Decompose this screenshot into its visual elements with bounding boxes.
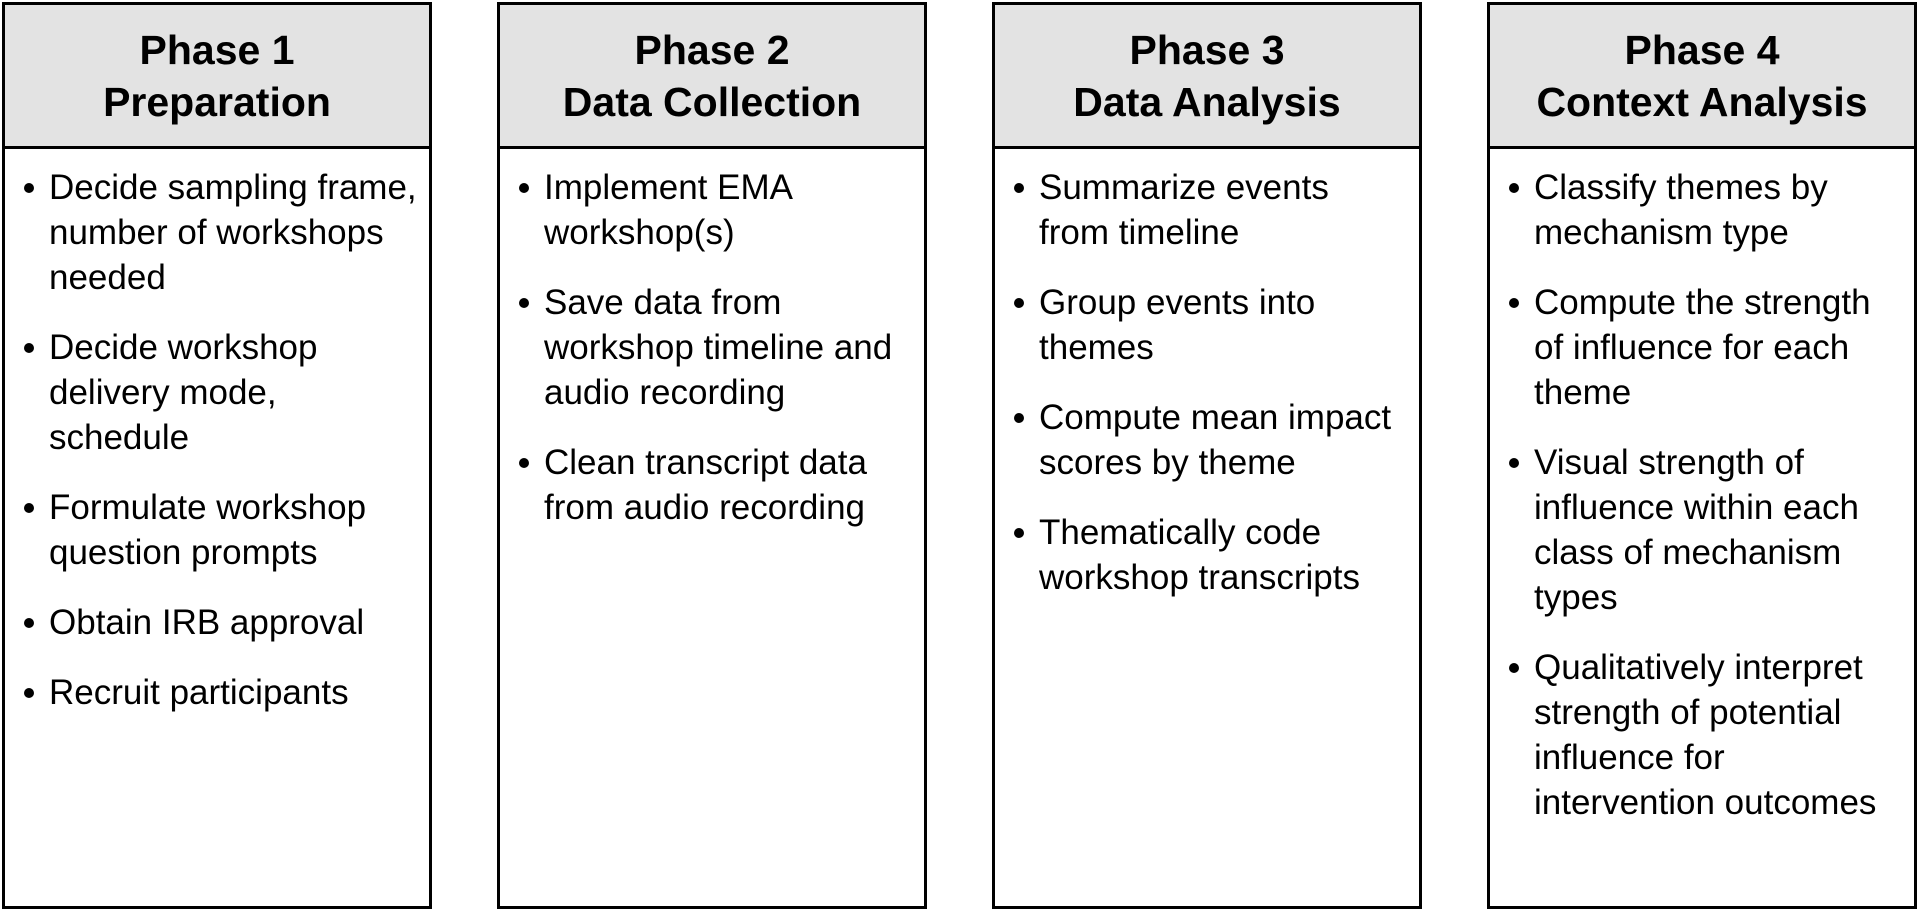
phase-1-header: Phase 1 Preparation <box>5 5 429 149</box>
phase-3-box: Phase 3 Data Analysis Summarize events f… <box>992 2 1422 909</box>
phase-1-box: Phase 1 Preparation Decide sampling fram… <box>2 2 432 909</box>
phase-2-header: Phase 2 Data Collection <box>500 5 924 149</box>
phase-3-header: Phase 3 Data Analysis <box>995 5 1419 149</box>
phase-3-task: Group events into themes <box>1013 280 1407 370</box>
phase-3-task: Summarize events from timeline <box>1013 165 1407 255</box>
phase-3-task-list: Summarize events from timeline Group eve… <box>1013 165 1407 600</box>
phase-1-task: Formulate workshop question prompts <box>23 485 417 575</box>
phase-2-number: Phase 2 <box>634 26 790 73</box>
phase-4-header: Phase 4 Context Analysis <box>1490 5 1914 149</box>
phase-3-task: Thematically code workshop transcripts <box>1013 510 1407 600</box>
phase-1-task: Obtain IRB approval <box>23 600 417 645</box>
phase-4-task: Visual strength of influence within each… <box>1508 440 1902 620</box>
phase-1-task: Decide workshop delivery mode, schedule <box>23 325 417 460</box>
phase-1-body: Decide sampling frame, number of worksho… <box>5 149 429 906</box>
phase-4-number: Phase 4 <box>1624 26 1780 73</box>
phase-4-task: Classify themes by mechanism type <box>1508 165 1902 255</box>
phase-2-task: Implement EMA workshop(s) <box>518 165 912 255</box>
phase-3-number: Phase 3 <box>1129 26 1285 73</box>
phase-1-task: Decide sampling frame, number of worksho… <box>23 165 417 300</box>
phase-2-box: Phase 2 Data Collection Implement EMA wo… <box>497 2 927 909</box>
phase-2-title: Data Collection <box>562 78 862 125</box>
phase-4-body: Classify themes by mechanism type Comput… <box>1490 149 1914 906</box>
phase-2-body: Implement EMA workshop(s) Save data from… <box>500 149 924 906</box>
phase-1-title: Preparation <box>103 78 331 125</box>
phase-1-number: Phase 1 <box>139 26 295 73</box>
phase-4-task: Compute the strength of influence for ea… <box>1508 280 1902 415</box>
phase-4-task: Qualitatively interpret strength of pote… <box>1508 645 1902 825</box>
phase-3-title: Data Analysis <box>1073 78 1341 125</box>
phase-3-body: Summarize events from timeline Group eve… <box>995 149 1419 906</box>
phase-4-task-list: Classify themes by mechanism type Comput… <box>1508 165 1902 825</box>
phase-1-task-list: Decide sampling frame, number of worksho… <box>23 165 417 715</box>
phase-1-task: Recruit participants <box>23 670 417 715</box>
phase-4-title: Context Analysis <box>1536 78 1868 125</box>
phase-3-task: Compute mean impact scores by theme <box>1013 395 1407 485</box>
phase-4-box: Phase 4 Context Analysis Classify themes… <box>1487 2 1917 909</box>
phase-2-task: Save data from workshop timeline and aud… <box>518 280 912 415</box>
phase-2-task-list: Implement EMA workshop(s) Save data from… <box>518 165 912 530</box>
phase-2-task: Clean transcript data from audio recordi… <box>518 440 912 530</box>
